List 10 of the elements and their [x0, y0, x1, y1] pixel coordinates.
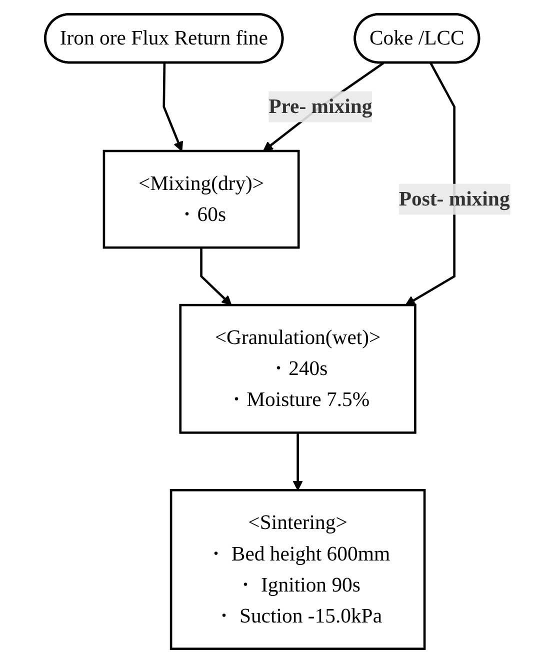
- edge-label: Pre- mixing: [268, 94, 372, 118]
- node-box: <Granulation(wet)> ・240s ・Moisture 7.5%: [179, 304, 416, 434]
- node-box: <Mixing(dry)> ・60s: [102, 150, 300, 249]
- arrow: [262, 62, 384, 152]
- arrow: [162, 63, 184, 152]
- arrow: [405, 62, 456, 306]
- arrow: [292, 432, 303, 491]
- node-box: <Sintering> ・ Bed height 600mm ・ Ignition 90s ・ Suction -15.0kPa: [170, 489, 426, 650]
- arrow: [200, 248, 232, 306]
- edge-label: Post- mixing: [398, 187, 510, 210]
